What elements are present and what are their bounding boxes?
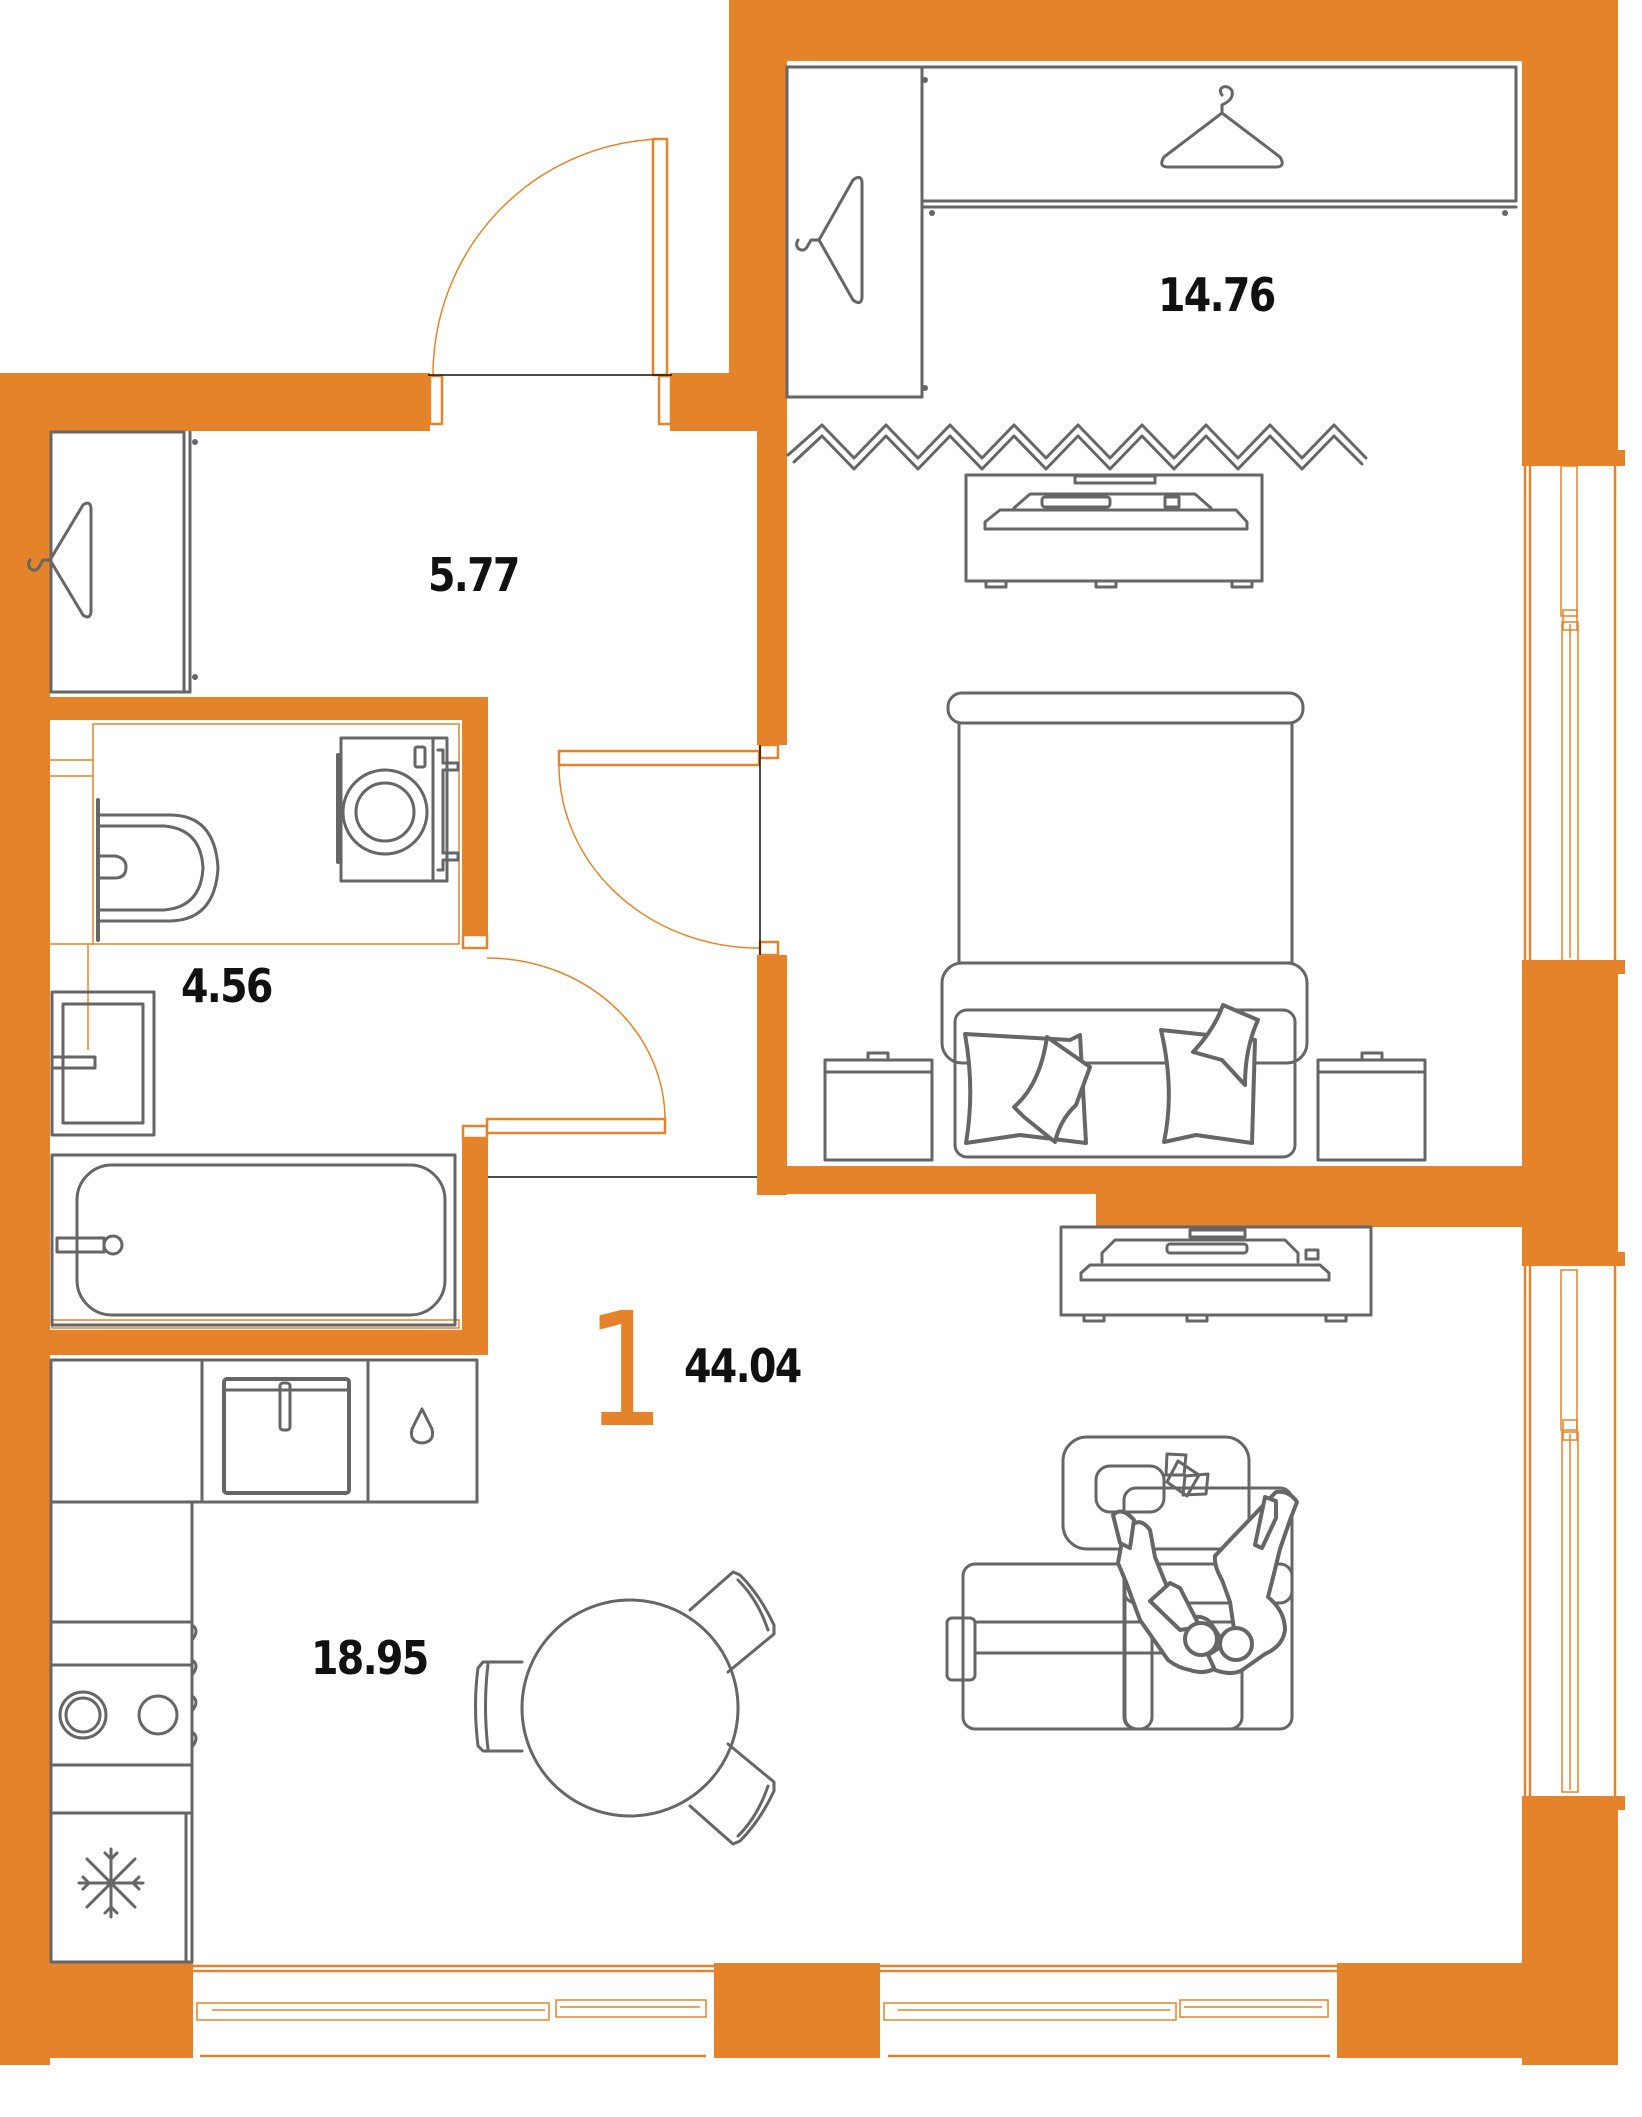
bathroom-door-leaf [485,1117,667,1135]
snowflake-icon [77,1847,145,1919]
wall-bottom-left [0,1963,193,2058]
entry-door-jamb-right [657,374,673,426]
total-area-label: 44.04 [684,1339,802,1393]
bedroom-wardrobe-top [920,65,1518,216]
entry-door-jamb-left [428,374,444,426]
wall-right-upper [1522,0,1618,460]
wall-bedroom-left-lower [757,955,787,1195]
bathroom-door-swing [486,957,666,1121]
wall-divider-deep [1096,1166,1547,1227]
entry-door[interactable] [428,137,673,426]
stove-icon [49,1623,198,1767]
water-drop-icon [410,1407,434,1445]
wall-right-pier [1522,965,1618,1265]
wall-bedroom-left-upper [729,0,787,431]
bathroom-door-jamb-bottom [461,1124,489,1140]
wall-left [0,373,50,2065]
people-icon [1111,1489,1299,1675]
bathroom-door[interactable] [461,933,757,1178]
wall-bottom-right-up [1544,1800,1618,1970]
tv-living-icon [1059,1225,1373,1323]
wall-bedroom-left-mid [757,431,787,745]
toilet-icon [96,798,220,942]
bedroom-wardrobe-left [785,65,928,399]
hanger-icon [27,501,93,619]
wall-bath-bottom [50,1330,488,1355]
area-label-bathroom: 4.56 [181,959,273,1013]
decor-zigzag-icon [786,423,1368,471]
room-count-label: 1 [586,1279,665,1463]
wall-right-upper-tab [1522,450,1625,466]
wall-right-pier-tab-bottom [1522,1252,1625,1266]
area-label-kitchen-living: 18.95 [311,1631,429,1685]
kitchen-counter-top [49,1358,479,1504]
wall-bottom-right [1337,1963,1618,2058]
entry-door-swing [432,138,668,376]
sink-icon [50,990,156,1137]
area-label-hallway: 5.77 [428,548,520,602]
kitchen-sink-icon [222,1377,351,1495]
tv-icon [964,473,1264,589]
bedroom-door-swing [558,764,760,949]
kitchen-counter-left [49,1500,198,1964]
washing-machine-icon [336,736,460,883]
bathtub-icon [50,1153,457,1327]
bed-icon [940,691,1309,1159]
wall-bath-right-lower [462,1138,488,1355]
window-bottom-right [880,1964,1337,2058]
bedroom-door-leaf [557,749,761,767]
window-bedroom-right [1523,462,1617,965]
area-label-bedroom: 14.76 [1158,268,1276,322]
bedroom-door-jamb-top [758,743,780,760]
hallway-wardrobe [27,430,198,694]
dining-table-icon [474,1570,776,1846]
hanger-icon [795,175,864,305]
entry-door-leaf [651,137,669,377]
wall-bottom-mid [714,1963,880,2058]
window-bottom-left [193,1964,714,2058]
wall-right-pier-tab-top [1522,960,1625,974]
wall-hall-top-left [0,373,430,431]
coffee-table-icon [1061,1435,1251,1551]
hanger-icon [1160,85,1284,169]
bedroom-door-jamb-bottom [758,940,780,957]
bathroom-door-jamb-top [461,933,489,950]
walls [0,0,1625,2065]
bedroom-door[interactable] [557,743,780,957]
window-living-right [1523,1266,1617,1800]
wall-bath-top [50,697,488,720]
wall-bath-right-upper [462,697,488,947]
nightstand-left [823,1051,934,1162]
nightstand-right [1316,1051,1427,1162]
wall-bedroom-top [729,0,1618,61]
